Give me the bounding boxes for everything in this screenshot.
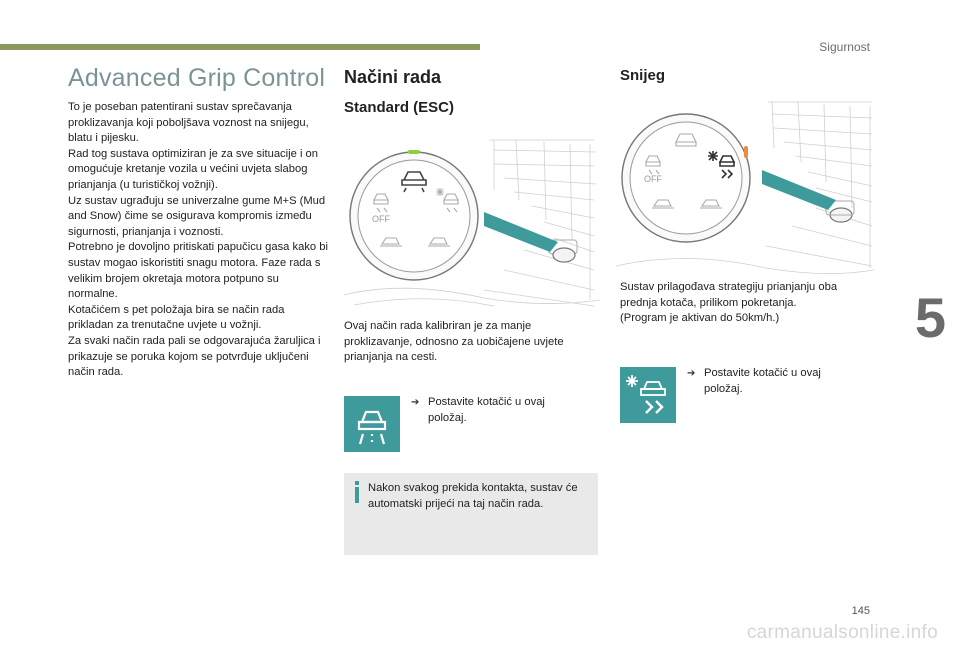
paragraph-line: Sustav prilagođava strategiju prianjanju…	[620, 281, 838, 309]
paragraph-line: Uz sustav ugrađuju se univerzalne gume M…	[68, 194, 326, 238]
modes-heading: Načini rada	[344, 67, 442, 87]
paragraph-line: Potrebno je dovoljno pritiskati papučicu…	[68, 241, 328, 301]
page-number: 145	[851, 605, 870, 617]
snow-dial-off-label: OFF	[644, 174, 662, 184]
section-name: Sigurnost	[819, 40, 870, 54]
snow-mode-illustration: OFF	[616, 101, 874, 274]
snow-mode-icon	[620, 367, 676, 423]
info-box: Nakon svakog prekida kontakta, sustav će…	[344, 473, 598, 555]
info-text: Nakon svakog prekida kontakta, sustav će…	[368, 482, 578, 510]
bullet-arrow-icon: ➔	[411, 397, 420, 408]
standard-bullet-text: Postavite kotačić u ovaj položaj.	[428, 396, 545, 424]
snow-bullet: ➔ Postavite kotačić u ovaj položaj.	[687, 366, 844, 397]
snow-heading: Snijeg	[620, 67, 666, 84]
paragraph-line: To je poseban patentirani sustav sprečav…	[68, 101, 309, 145]
snow-description: Sustav prilagođava strategiju prianjanju…	[620, 280, 870, 327]
standard-bullet: ➔ Postavite kotačić u ovaj položaj.	[411, 395, 568, 426]
standard-description: Ovaj način rada kalibriran je za manje p…	[344, 320, 564, 364]
standard-dial-off-label: OFF	[372, 214, 390, 224]
info-icon	[355, 481, 359, 503]
standard-mode-illustration: OFF	[344, 139, 600, 307]
watermark: carmanualsonline.info	[746, 622, 938, 643]
chapter-number: 5	[914, 286, 946, 349]
bullet-arrow-icon: ➔	[687, 368, 696, 379]
page-title: Advanced Grip Control	[68, 64, 326, 92]
standard-mode-icon	[344, 396, 400, 452]
paragraph-line: (Program je aktivan do 50km/h.)	[620, 312, 780, 325]
intro-text: To je poseban patentirani sustav sprečav…	[68, 100, 328, 381]
paragraph-line: Kotačićem s pet položaja bira se način r…	[68, 303, 285, 332]
paragraph-line: Rad tog sustava optimiziran je za sve si…	[68, 147, 318, 191]
header-accent-bar	[0, 44, 480, 50]
snow-bullet-text: Postavite kotačić u ovaj položaj.	[704, 367, 821, 395]
paragraph-line: Za svaki način rada pali se odgovarajuća…	[68, 334, 321, 379]
standard-heading: Standard (ESC)	[344, 99, 455, 116]
